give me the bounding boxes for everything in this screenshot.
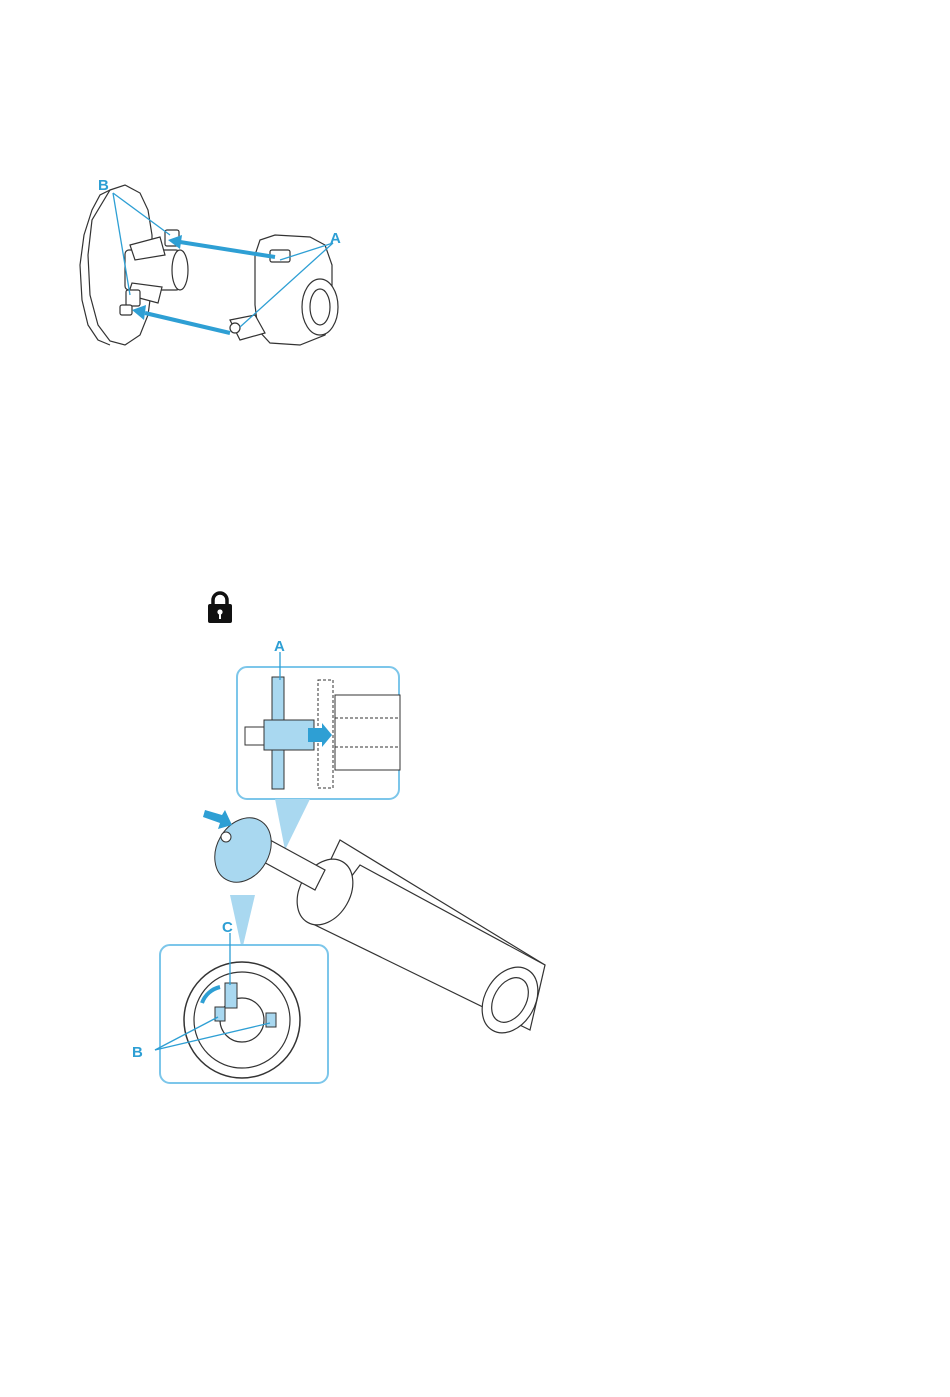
label-c: C [222, 919, 233, 936]
callout-top: A [237, 638, 400, 850]
callout-bottom: C B [132, 895, 328, 1083]
lock-icon [205, 590, 235, 624]
push-arrow-icon [203, 810, 232, 829]
roll-holder-assembly-figure: B A [70, 165, 360, 365]
roll-holder-insertion-figure: A C B [130, 635, 570, 1090]
label-b-detail: B [132, 1044, 143, 1061]
label-a: A [330, 230, 341, 247]
label-a-detail: A [274, 638, 285, 655]
label-b: B [98, 177, 109, 194]
